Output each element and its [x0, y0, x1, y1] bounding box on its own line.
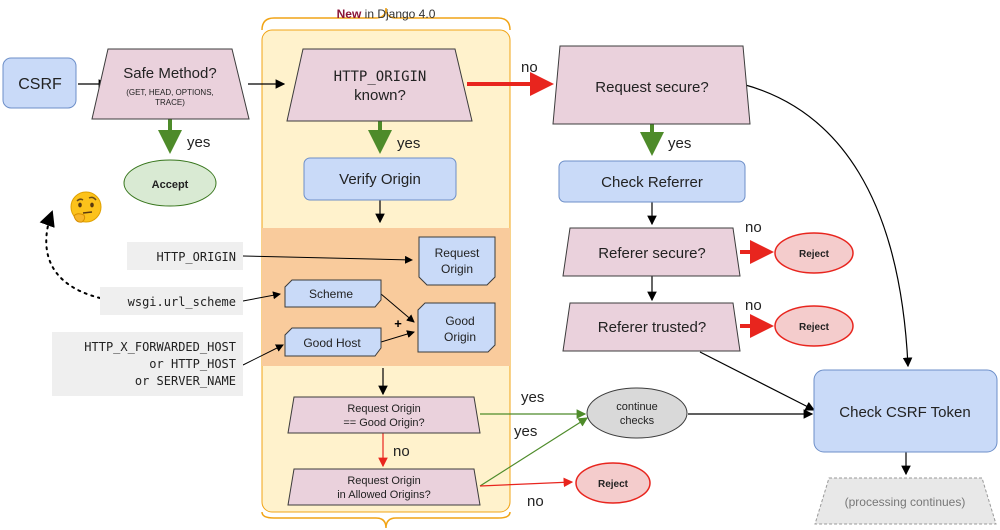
continue-checks-label1: continue: [616, 401, 658, 413]
input-forwarded-line2: or HTTP_HOST: [149, 357, 236, 371]
edge-scheme-input: [242, 291, 281, 302]
compare-allowed-label2: in Allowed Origins?: [337, 489, 431, 501]
check-csrf-token-node: Check CSRF Token: [813, 369, 998, 453]
edge-http-origin-request-origin: [242, 255, 413, 264]
verify-origin-node: Verify Origin: [303, 157, 457, 201]
label-yes-equal: yes: [521, 389, 544, 406]
safe-method-sub1: (GET, HEAD, OPTIONS,: [126, 88, 214, 97]
compare-equal-node: Request Origin == Good Origin?: [287, 396, 481, 434]
edge-dotted-thinking: [39, 210, 101, 299]
input-http-origin: HTTP_ORIGIN: [127, 242, 243, 270]
check-referrer-label: Check Referrer: [601, 174, 703, 191]
input-forwarded-line3: or SERVER_NAME: [135, 374, 236, 388]
edge-allowed-continue: [479, 417, 589, 487]
request-secure-node: Request secure?: [552, 45, 751, 125]
http-origin-known-node: HTTP_ORIGIN known?: [286, 48, 473, 122]
reject-referer-secure-label: Reject: [799, 249, 830, 260]
accept-label: Accept: [152, 179, 189, 191]
compare-equal-label2: == Good Origin?: [343, 417, 424, 429]
safe-method-node: Safe Method? (GET, HEAD, OPTIONS, TRACE): [91, 48, 250, 120]
label-no-referer-secure: no: [745, 219, 762, 236]
edge-host-input: [242, 344, 284, 366]
edge-allowed-reject: [479, 477, 574, 488]
scheme-node: Scheme: [284, 279, 382, 308]
label-no-request-secure: no: [521, 59, 538, 76]
processing-continues-label: (processing continues): [845, 495, 966, 509]
request-secure-label: Request secure?: [595, 79, 708, 96]
processing-continues-node: (processing continues): [814, 477, 997, 525]
edge-secure-token: [741, 83, 913, 368]
new-in-django-label: New in Django 4.0: [337, 7, 436, 21]
safe-method-label: Safe Method?: [123, 65, 216, 82]
thinking-face-icon: [70, 191, 102, 223]
input-forwarded-line1: HTTP_X_FORWARDED_HOST: [84, 340, 236, 354]
compare-allowed-node: Request Origin in Allowed Origins?: [287, 468, 481, 506]
edge-host-good-origin: [380, 330, 415, 343]
csrf-label: CSRF: [18, 76, 62, 93]
good-host-label: Good Host: [303, 336, 361, 350]
referer-trusted-label: Referer trusted?: [598, 319, 706, 336]
reject-referer-trusted-label: Reject: [799, 322, 830, 333]
accept-node: Accept: [123, 159, 217, 207]
check-referrer-node: Check Referrer: [558, 160, 746, 203]
label-yes-verify: yes: [397, 135, 420, 152]
label-yes-allowed: yes: [514, 423, 537, 440]
reject-referer-trusted-node: Reject: [774, 305, 854, 347]
http-origin-known-label2: known?: [354, 87, 406, 104]
django-version-text: in Django 4.0: [361, 7, 435, 21]
safe-method-sub2: TRACE): [155, 98, 185, 107]
reject-referer-secure-node: Reject: [774, 232, 854, 274]
compare-allowed-label1: Request Origin: [347, 475, 420, 487]
request-origin-node: Request Origin: [418, 236, 496, 286]
good-origin-label2: Origin: [444, 330, 476, 344]
label-yes-accept: yes: [187, 134, 210, 151]
edge-scheme-good-origin: [380, 293, 415, 323]
reject-origin-node: Reject: [575, 462, 651, 504]
input-http-origin-label: HTTP_ORIGIN: [157, 250, 236, 264]
reject-origin-label: Reject: [598, 479, 629, 490]
plus-sign: +: [394, 316, 402, 331]
verify-origin-label: Verify Origin: [339, 171, 421, 188]
label-yes-referrer: yes: [668, 135, 691, 152]
csrf-node: CSRF: [2, 57, 77, 109]
check-csrf-token-label: Check CSRF Token: [839, 404, 970, 421]
compare-equal-label1: Request Origin: [347, 403, 420, 415]
label-no-reject-origin: no: [527, 493, 544, 510]
top-brace: [261, 7, 511, 31]
label-no-allowed: no: [393, 443, 410, 460]
referer-secure-label: Referer secure?: [598, 245, 706, 262]
http-origin-known-label1: HTTP_ORIGIN: [334, 69, 427, 85]
input-wsgi-label: wsgi.url_scheme: [128, 295, 236, 309]
continue-checks-label2: checks: [620, 415, 655, 427]
bottom-brace: [261, 511, 511, 529]
good-origin-label1: Good: [445, 314, 474, 328]
good-host-node: Good Host: [284, 327, 382, 357]
input-wsgi-url-scheme: wsgi.url_scheme: [100, 287, 243, 315]
good-origin-node: Good Origin: [417, 302, 496, 353]
continue-checks-node: continue checks: [586, 387, 688, 439]
new-word: New: [337, 7, 362, 21]
scheme-label: Scheme: [309, 287, 353, 301]
request-origin-label1: Request: [435, 246, 480, 260]
referer-trusted-node: Referer trusted?: [562, 302, 741, 352]
referer-secure-node: Referer secure?: [562, 227, 741, 277]
input-forwarded-host: HTTP_X_FORWARDED_HOST or HTTP_HOST or SE…: [52, 332, 243, 396]
edge-trusted-token: [699, 351, 816, 411]
label-no-referer-trusted: no: [745, 297, 762, 314]
request-origin-label2: Origin: [441, 262, 473, 276]
